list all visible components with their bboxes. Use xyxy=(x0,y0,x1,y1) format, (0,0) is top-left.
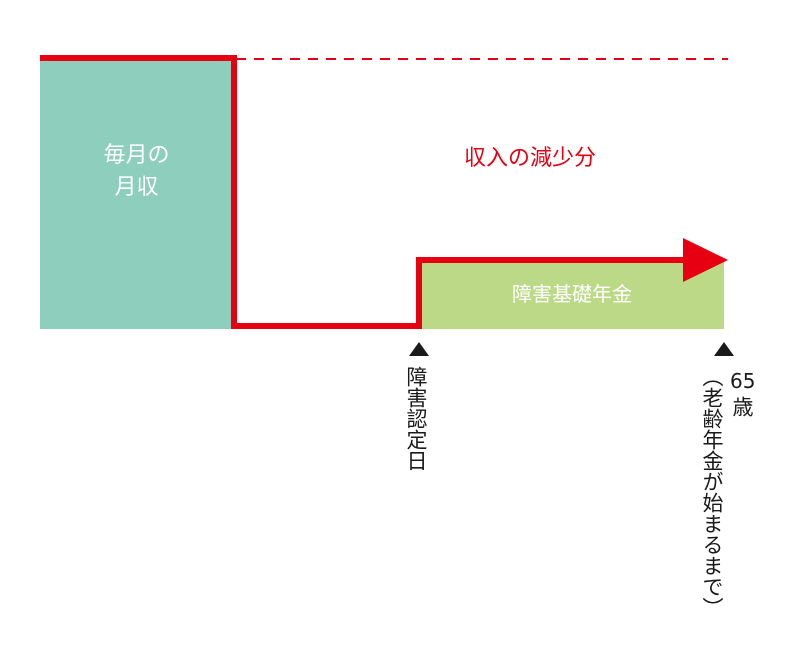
monthly-income-label-line2: 月収 xyxy=(114,175,159,200)
age-unit-label: 歳 xyxy=(730,396,754,417)
triangle-up-icon xyxy=(409,342,429,356)
pension-label: 障害基礎年金 xyxy=(512,282,632,306)
income-line xyxy=(40,55,690,329)
pension-block xyxy=(420,260,724,329)
arrow-right-icon xyxy=(683,238,728,282)
income-reduction-label: 収入の減少分 xyxy=(463,146,596,171)
monthly-income-label: 毎月の 月収 xyxy=(40,140,233,204)
monthly-income-label-line1: 毎月の xyxy=(103,143,170,168)
monthly-income-block xyxy=(40,58,233,329)
certification-date-label: 障害認定日 xyxy=(404,366,428,471)
old-age-pension-note: （老齢年金が始まるまで） xyxy=(700,366,724,618)
triangle-up-icon xyxy=(714,342,734,356)
age-number-label: 65 xyxy=(730,369,756,393)
